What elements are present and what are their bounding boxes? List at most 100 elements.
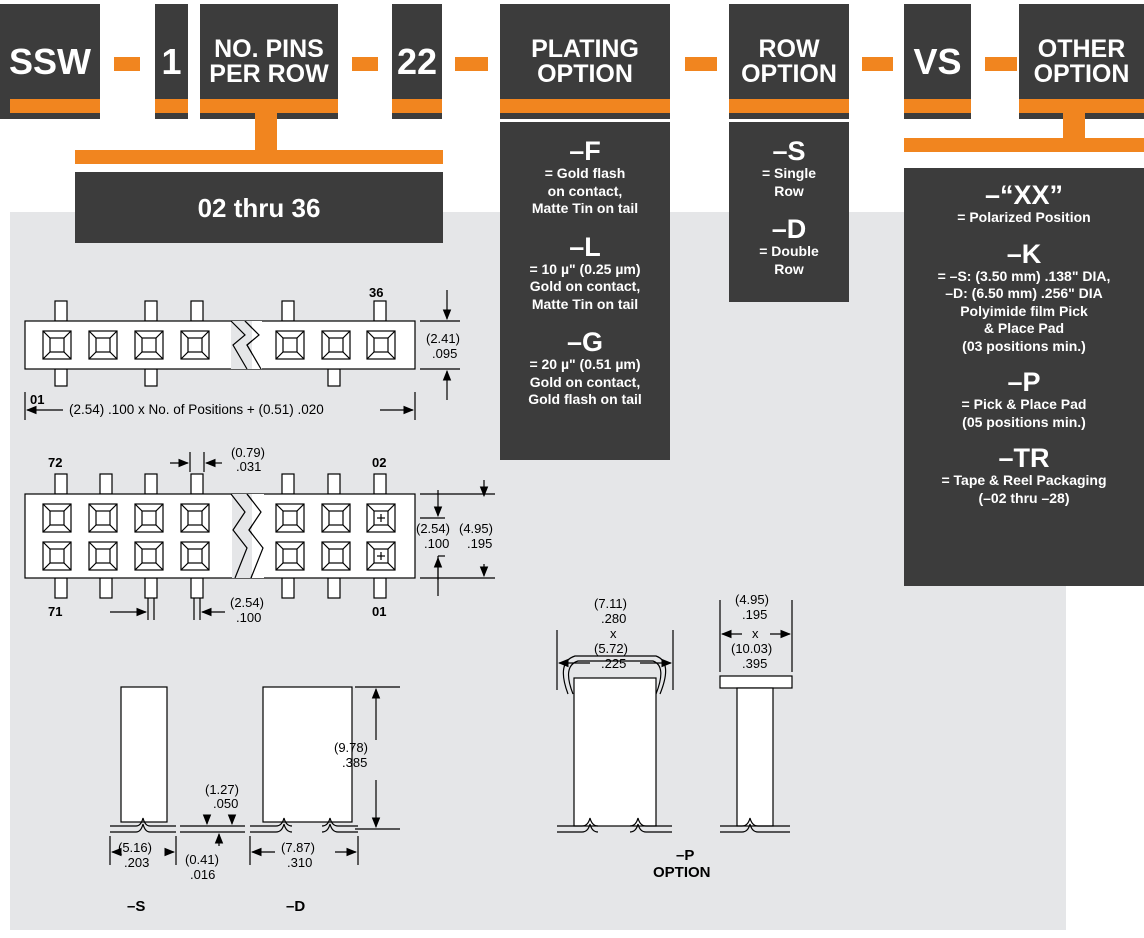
other-p-code: –P [1007,367,1041,397]
p-option-label-1: –P [676,847,694,864]
row-options-panel: –S = Single Row –D = Double Row [729,122,849,302]
side-s-width-mm: (5.16) [118,840,152,855]
plating-l: –L = 10 µ" (0.25 µm) Gold on contact, Ma… [500,218,670,314]
dash-5 [862,57,893,71]
row-d: –D = Double Row [729,200,849,278]
plating-f: –F = Gold flash on contact, Matte Tin on… [500,122,670,218]
plating-g-code: –G [566,327,604,357]
double-pitch-in: .100 [236,610,261,625]
underline-other [1019,99,1144,113]
single-pin-last: 36 [369,285,383,300]
other-tr-code: –TR [998,443,1050,473]
p-option-label-2: OPTION [653,864,711,881]
double-bottom-right-pin: 01 [372,604,386,619]
other-k-desc: = –S: (3.50 mm) .138" DIA, –D: (6.50 mm)… [937,267,1111,354]
p-width3-mm: (4.95) [735,592,769,607]
single-height-mm: (2.41) [426,331,460,346]
row-s: –S = Single Row [729,122,849,200]
p-times-1: x [610,626,617,641]
single-row-plan [24,290,460,420]
dash-6 [985,57,1017,71]
pins-range-text: 02 thru 36 [197,192,321,223]
other-k-code: –K [1006,238,1042,269]
underline-plating [500,99,670,113]
row-d-code: –D [771,214,807,244]
lead-style-number: 22 [396,40,438,82]
part-prefix: SSW [8,40,91,82]
double-row-plan [24,452,495,620]
double-row-in: .100 [424,536,449,551]
side-thickness-in: .016 [190,867,215,882]
double-top-right-pin: 02 [372,455,386,470]
p-width3-in: .195 [742,607,767,622]
underline-series [155,99,188,113]
p-width4-in: .395 [742,656,767,671]
double-top-left-pin: 72 [48,455,62,470]
side-height-in: .385 [342,755,367,770]
dash-1 [114,57,140,71]
p-width1-mm: (7.11) [594,596,627,611]
side-lead-in: .050 [213,796,238,811]
other-p: –P = Pick & Place Pad (05 positions min.… [904,355,1144,431]
p-width4-mm: (10.03) [731,641,772,656]
row-d-desc: = Double Row [759,243,819,277]
vs-label: VS [913,40,962,82]
row-s-code: –S [772,136,806,166]
plating-option-label: PLATING OPTION [531,34,639,88]
dash-4 [685,57,717,71]
other-tr: –TR = Tape & Reel Packaging (–02 thru –2… [904,431,1144,507]
other-xx-desc: = Polarized Position [957,209,1091,225]
plating-options-panel: –F = Gold flash on contact, Matte Tin on… [500,122,670,460]
pins-connector-bar [75,150,443,164]
side-d-width-in: .310 [287,855,312,870]
underline-lead [392,99,442,113]
double-row-mm: (2.54) [416,521,450,536]
plating-f-code: –F [569,136,601,166]
side-height-mm: (9.78) [334,740,368,755]
plating-l-code: –L [569,231,601,262]
side-s-width-in: .203 [124,855,149,870]
single-height-in: .095 [432,346,457,361]
other-xx: –“XX” = Polarized Position [904,168,1144,227]
double-height-mm: (4.95) [459,521,493,536]
p-width2-in: .225 [601,656,626,671]
other-connector-bar [904,138,1144,152]
plating-f-desc: = Gold flash on contact, Matte Tin on ta… [531,165,639,216]
p-option-views [556,600,793,833]
series-number: 1 [161,40,182,82]
p-width2-mm: (5.72) [594,641,628,656]
other-tr-desc: = Tape & Reel Packaging (–02 thru –28) [941,472,1107,506]
plating-g-desc: = 20 µ" (0.51 µm) Gold on contact, Gold … [528,356,642,407]
side-d-width-mm: (7.87) [281,840,315,855]
double-pitch-mm: (2.54) [230,595,264,610]
row-option-label: ROW OPTION [741,34,837,88]
other-connector-stem [1063,113,1085,143]
single-pin-first: 01 [30,392,44,407]
double-gap-in: .031 [236,459,261,474]
double-height-in: .195 [467,536,492,551]
plating-g: –G = 20 µ" (0.51 µm) Gold on contact, Go… [500,313,670,409]
other-k: –K = –S: (3.50 mm) .138" DIA, –D: (6.50 … [904,227,1144,356]
side-label-s: –S [127,898,145,915]
pins-connector-stem [255,113,277,155]
other-option-label: OTHER OPTION [1033,34,1130,88]
single-length-formula: (2.54) .100 x No. of Positions + (0.51) … [69,402,324,417]
underline-prefix [10,99,100,113]
p-times-2: x [752,626,759,641]
underline-row [729,99,849,113]
underline-vs [904,99,971,113]
double-bottom-left-pin: 71 [48,604,62,619]
other-p-desc: = Pick & Place Pad (05 positions min.) [961,396,1087,430]
dash-3 [455,57,488,71]
row-s-desc: = Single Row [761,165,817,199]
side-thickness-mm: (0.41) [185,852,219,867]
pins-per-row-label: NO. PINS PER ROW [209,34,329,88]
pins-range-box: 02 thru 36 [75,172,443,243]
side-views [109,686,400,865]
side-label-d: –D [286,898,305,915]
other-options-panel: –“XX” = Polarized Position –K = –S: (3.5… [904,168,1144,586]
p-width1-in: .280 [601,611,626,626]
underline-pins [200,99,338,113]
side-lead-mm: (1.27) [205,782,239,797]
